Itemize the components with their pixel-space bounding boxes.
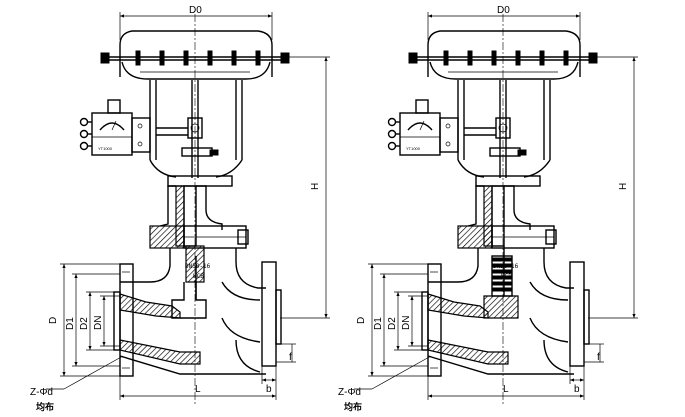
length-label-right: L bbox=[503, 384, 509, 395]
positioner-label-right: YT1000 bbox=[406, 146, 421, 151]
positioner-label-left: YT1000 bbox=[98, 146, 113, 151]
flange-thickness-label-right: b bbox=[574, 384, 580, 395]
bolt-circle-label-right: D1 bbox=[373, 317, 384, 330]
diaphragm-dia-label-left: D0 bbox=[189, 5, 202, 16]
height-label-right: H bbox=[618, 183, 629, 190]
flange-outer-label-right: D bbox=[356, 317, 367, 324]
face-height-label-left: f bbox=[289, 352, 292, 363]
nominal-dia-label-right: DN bbox=[401, 316, 412, 330]
body-marking-left-2: WCB bbox=[193, 273, 204, 280]
body-marking-right-2: WCB bbox=[501, 273, 512, 280]
height-label-left: H bbox=[310, 183, 321, 190]
body-marking-left-1: DN50-16 bbox=[185, 263, 211, 270]
length-label-left: L bbox=[195, 384, 201, 395]
flange-thickness-label-left: b bbox=[266, 384, 272, 395]
dimension-lines-right bbox=[354, 12, 638, 400]
raised-face-label-left: D2 bbox=[79, 317, 90, 330]
valve-drawing-left: YT1000 D0 H D D1 D2 DN L b f Z-Φd 均布 DN5… bbox=[30, 5, 330, 412]
bolt-holes-label-right: Z-Φd bbox=[338, 387, 361, 398]
bolt-holes-note-right: 均布 bbox=[344, 401, 362, 412]
bolt-holes-note-left: 均布 bbox=[36, 401, 54, 412]
bolt-holes-label-left: Z-Φd bbox=[30, 387, 53, 398]
valve-plug-left bbox=[171, 245, 207, 319]
body-marking-right-1: DN50-16 bbox=[493, 263, 519, 270]
flange-outer-label-left: D bbox=[48, 317, 59, 324]
bolt-circle-label-left: D1 bbox=[65, 317, 76, 330]
nominal-dia-label-left: DN bbox=[93, 316, 104, 330]
valve-drawing-right: YT1000 D0 H D D1 D2 DN L b f Z-Φd 均布 DN5… bbox=[338, 5, 638, 412]
face-height-label-right: f bbox=[597, 352, 600, 363]
raised-face-label-right: D2 bbox=[387, 317, 398, 330]
diaphragm-dia-label-right: D0 bbox=[497, 5, 510, 16]
valve-bellows-right bbox=[483, 245, 519, 319]
dimension-lines-left bbox=[46, 12, 330, 400]
